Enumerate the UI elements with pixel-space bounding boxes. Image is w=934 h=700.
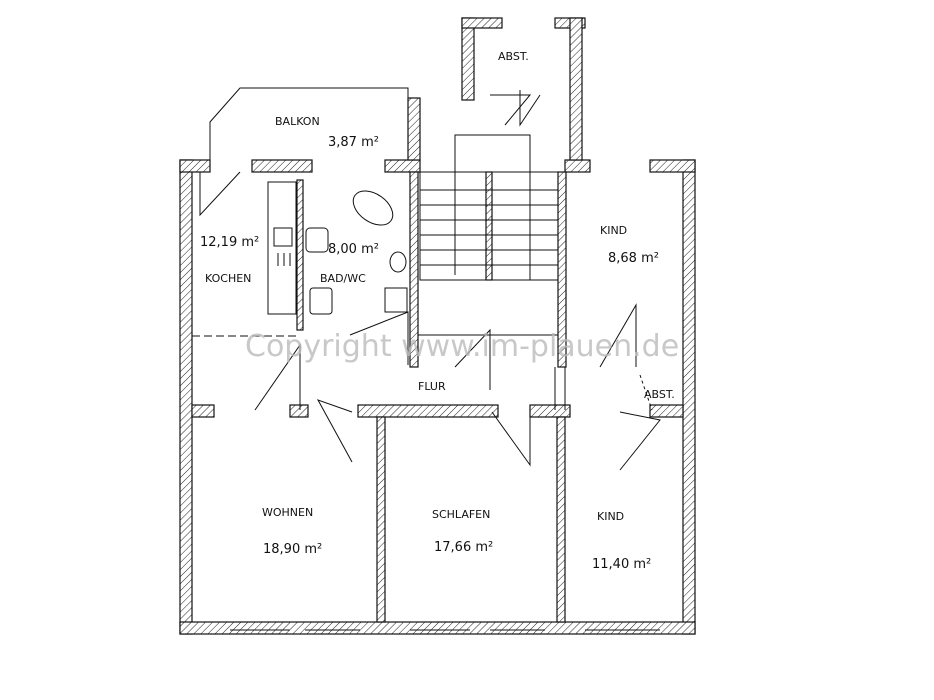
watermark: Copyright www.im-plauen.de <box>245 329 679 364</box>
stair-steps <box>420 189 558 266</box>
schlafen-area: 17,66 m² <box>434 540 493 555</box>
kochen-area: 12,19 m² <box>200 235 259 250</box>
bad-label: BAD/WC <box>320 272 366 285</box>
balkon-label: BALKON <box>275 115 320 128</box>
kind1-area: 8,68 m² <box>608 251 659 266</box>
kind2-area: 11,40 m² <box>592 557 651 572</box>
kochen-label: KOCHEN <box>205 272 251 285</box>
wohnen-label: WOHNEN <box>262 506 313 519</box>
kind2-label: KIND <box>597 510 624 523</box>
flur-label: FLUR <box>418 380 446 393</box>
bad-area: 8,00 m² <box>328 242 379 257</box>
kind1-label: KIND <box>600 224 627 237</box>
fixtures <box>192 87 661 631</box>
schlafen-label: SCHLAFEN <box>432 508 490 521</box>
abst-top-label: ABST. <box>498 50 529 63</box>
wohnen-area: 18,90 m² <box>263 542 322 557</box>
balkon-area: 3,87 m² <box>328 135 379 150</box>
abst-small-label: ABST. <box>644 388 675 401</box>
room-labels: BALKON 3,87 m² ABST. 12,19 m² KOCHEN 8,0… <box>200 50 675 572</box>
walls <box>179 17 696 635</box>
